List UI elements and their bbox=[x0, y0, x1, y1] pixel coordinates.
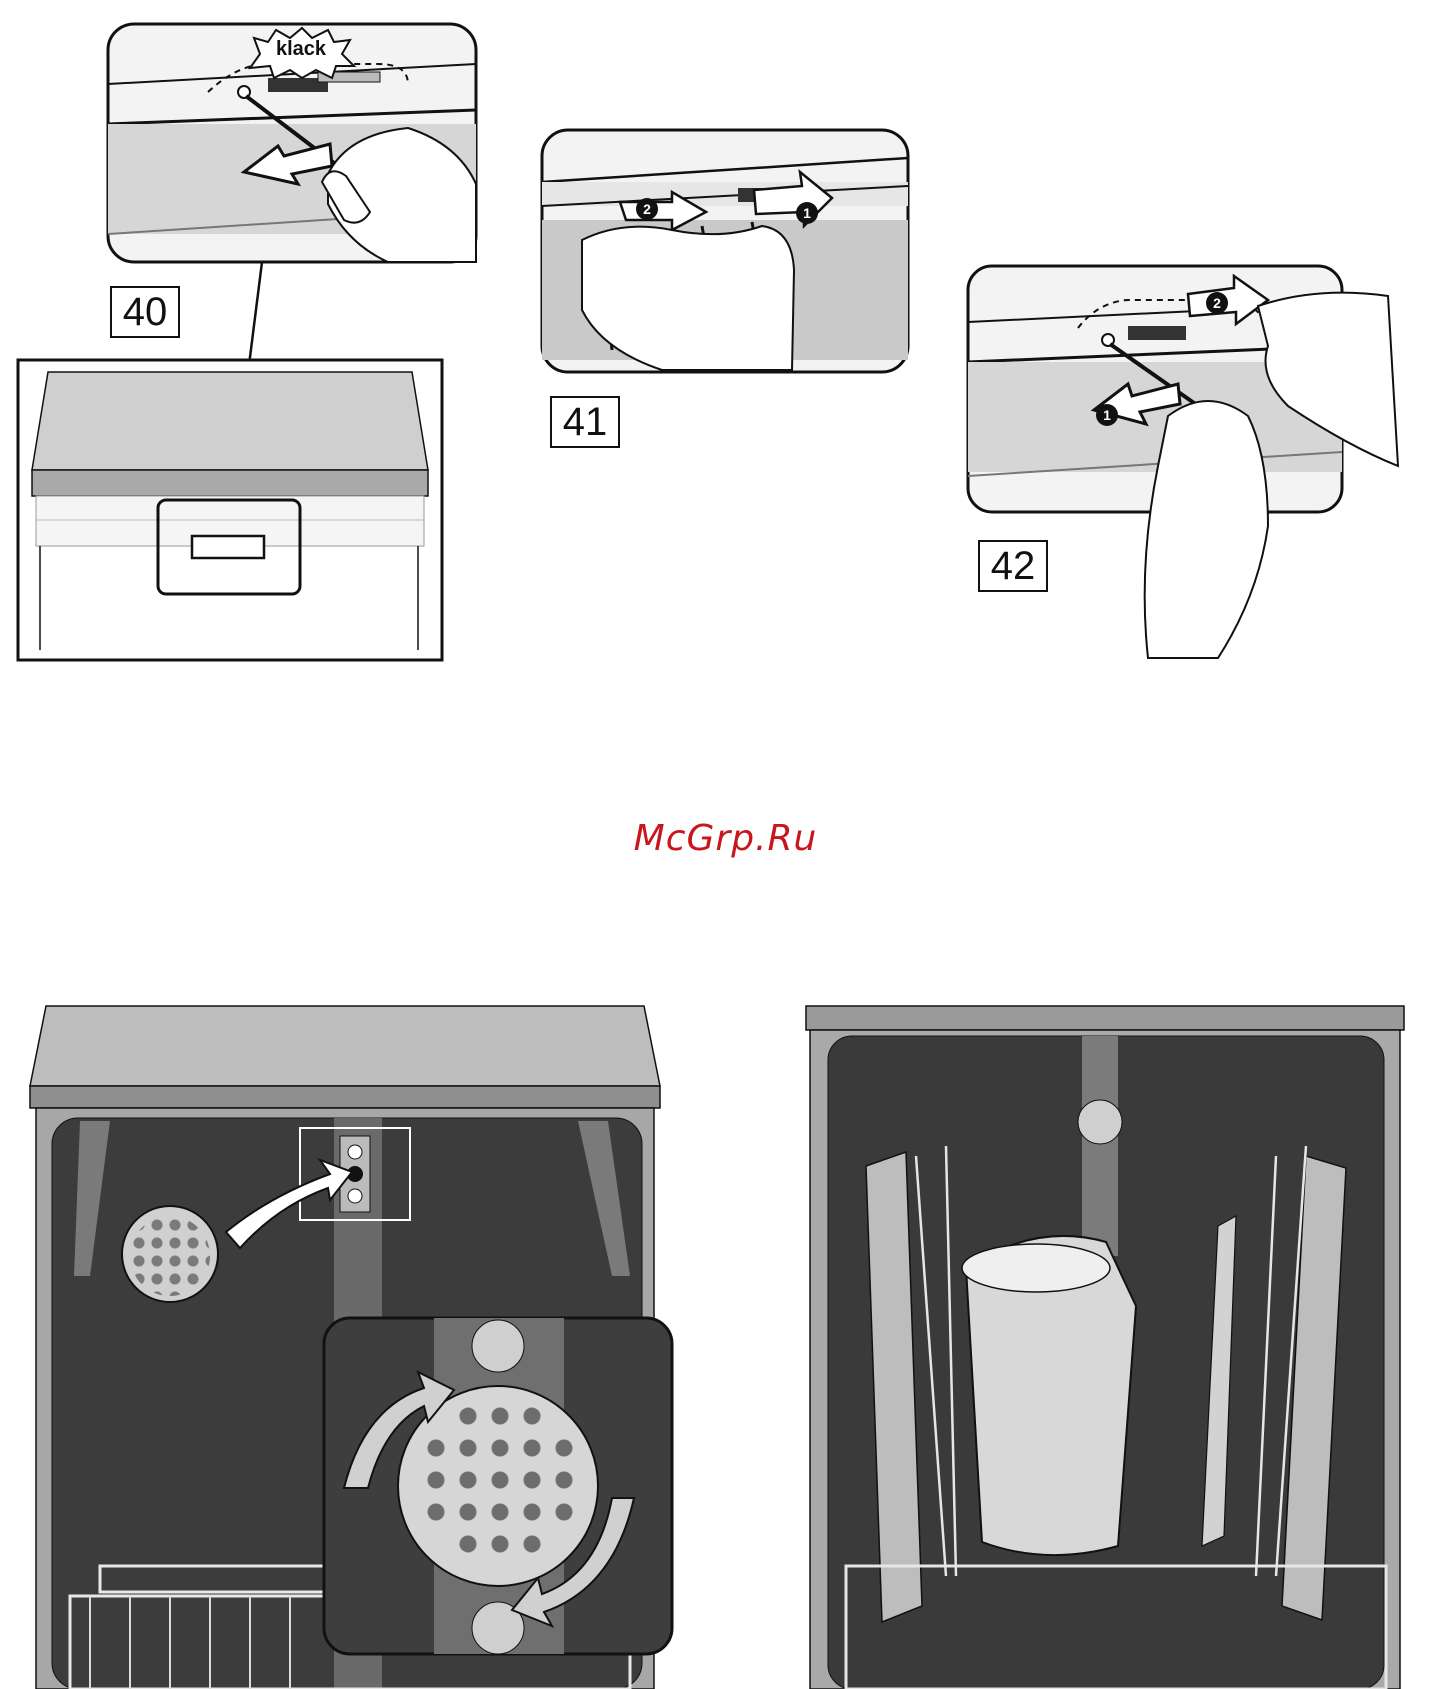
dishwasher-interior-right-illustration bbox=[806, 1006, 1424, 1689]
figure-41-label: 41 bbox=[550, 396, 620, 448]
figure-42-step-badge-2: 2 bbox=[1206, 292, 1228, 314]
figure-41-step-badge-2: 2 bbox=[636, 198, 658, 220]
figure-42-step-badge-1: 1 bbox=[1096, 404, 1118, 426]
figure-42-label: 42 bbox=[978, 540, 1048, 592]
filter-perforation-pattern bbox=[420, 1400, 580, 1560]
watermark-text: McGrp.Ru bbox=[0, 818, 1451, 859]
figure-42-illustration bbox=[968, 266, 1398, 658]
figure-41-illustration bbox=[542, 130, 912, 386]
figure-41-step-badge-1: 1 bbox=[796, 202, 818, 224]
figure-40-label: 40 bbox=[110, 286, 180, 338]
small-filter-perforation-pattern bbox=[130, 1216, 210, 1296]
figure-40-overview-illustration bbox=[18, 360, 444, 662]
